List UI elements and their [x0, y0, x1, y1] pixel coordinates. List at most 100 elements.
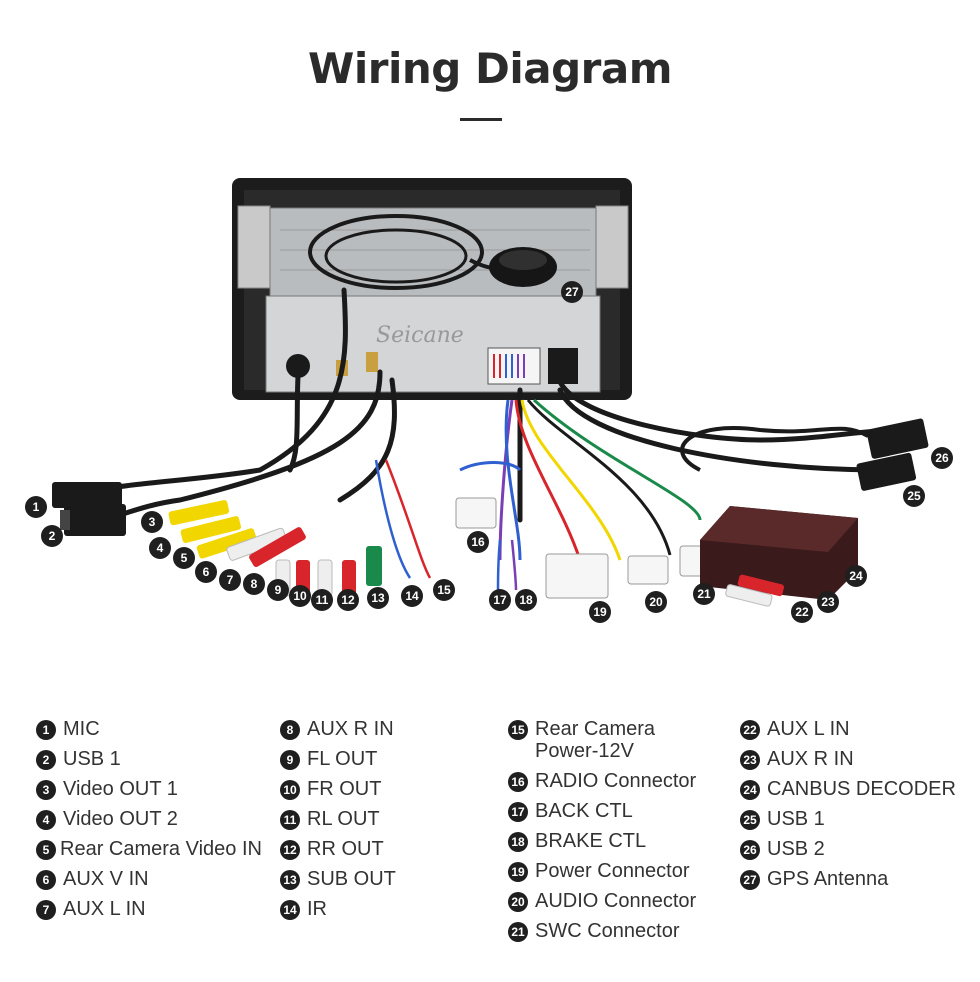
legend-label: USB 2 [767, 838, 825, 860]
callout-circle [489, 589, 511, 611]
callout-circle [817, 591, 839, 613]
callout-26: 26 [931, 447, 953, 469]
callout-number: 8 [251, 577, 258, 591]
callout-14: 14 [401, 585, 423, 607]
callout-number: 20 [649, 595, 663, 609]
legend-label: RL OUT [307, 808, 380, 830]
legend-number: 27 [740, 870, 760, 890]
legend-number: 21 [508, 922, 528, 942]
callout-number: 16 [471, 535, 485, 549]
callout-24: 24 [845, 565, 867, 587]
brand-watermark: Seicane [376, 323, 464, 348]
callout-circle [41, 525, 63, 547]
legend-label: USB 1 [63, 748, 121, 770]
callout-number: 15 [437, 583, 451, 597]
legend-label: AUX V IN [63, 868, 149, 890]
callout-27: 27 [561, 281, 583, 303]
legend-label: IR [307, 898, 327, 920]
legend-number: 23 [740, 750, 760, 770]
callout-19: 19 [589, 601, 611, 623]
callout-number: 22 [795, 605, 809, 619]
callout-circle [433, 579, 455, 601]
legend-number: 25 [740, 810, 760, 830]
callout-12: 12 [337, 589, 359, 611]
callout-7: 7 [219, 569, 241, 591]
legend-item: 27 GPS Antenna [740, 868, 956, 898]
legend-column-3: 15 Rear Camera Power-12V 16 RADIO Connecto… [508, 718, 696, 950]
callout-number: 2 [49, 529, 56, 543]
callout-circle [467, 531, 489, 553]
callout-10: 10 [289, 585, 311, 607]
callout-number: 7 [227, 573, 234, 587]
legend-number: 9 [280, 750, 300, 770]
legend-number: 16 [508, 772, 528, 792]
legend-label: AUX L IN [63, 898, 146, 920]
callout-circle [693, 583, 715, 605]
callout-number: 25 [907, 489, 921, 503]
legend-label: FL OUT [307, 748, 378, 770]
title-underline [460, 118, 502, 121]
legend-label: Video OUT 1 [63, 778, 178, 800]
callout-6: 6 [195, 561, 217, 583]
callout-circle [173, 547, 195, 569]
legend-number: 18 [508, 832, 528, 852]
legend-number: 10 [280, 780, 300, 800]
usb-plugs-left [52, 482, 126, 536]
canbus-decoder [700, 506, 858, 607]
callout-25: 25 [903, 485, 925, 507]
legend-label: SWC Connector [535, 920, 680, 942]
wiring-diagram-illustration: Seicane [25, 178, 953, 623]
legend-number: 12 [280, 840, 300, 860]
legend-label: Power Connector [535, 860, 690, 882]
legend-number: 6 [36, 870, 56, 890]
callout-number: 1 [33, 500, 40, 514]
callout-circle [401, 585, 423, 607]
legend-label: AUDIO Connector [535, 890, 697, 912]
callout-number: 10 [293, 589, 307, 603]
legend-number: 15 [508, 720, 528, 740]
callout-3: 3 [141, 511, 163, 533]
callout-22: 22 [791, 601, 813, 623]
callout-9: 9 [267, 579, 289, 601]
legend-number: 5 [36, 840, 56, 860]
legend-item: 21 SWC Connector [508, 920, 696, 950]
callout-circle [289, 585, 311, 607]
callout-circle [589, 601, 611, 623]
legend-label: GPS Antenna [767, 868, 889, 890]
legend-label: Rear Camera Power-12V [535, 718, 656, 762]
loose-wires [374, 459, 518, 591]
callout-17: 17 [489, 589, 511, 611]
callout-circle [219, 569, 241, 591]
legend-label: RADIO Connector [535, 770, 697, 792]
callout-18: 18 [515, 589, 537, 611]
callout-2: 2 [41, 525, 63, 547]
callout-number: 26 [935, 451, 949, 465]
callout-23: 23 [817, 591, 839, 613]
callout-circle [267, 579, 289, 601]
callout-circle [243, 573, 265, 595]
callout-1: 1 [25, 496, 47, 518]
legend-number: 13 [280, 870, 300, 890]
legend-label: AUX R IN [767, 748, 854, 770]
callout-circle [25, 496, 47, 518]
legend-item: 16 RADIO Connector [508, 770, 696, 800]
callout-circle [337, 589, 359, 611]
callout-number: 13 [371, 591, 385, 605]
callout-number: 19 [593, 605, 607, 619]
callout-circle [195, 561, 217, 583]
